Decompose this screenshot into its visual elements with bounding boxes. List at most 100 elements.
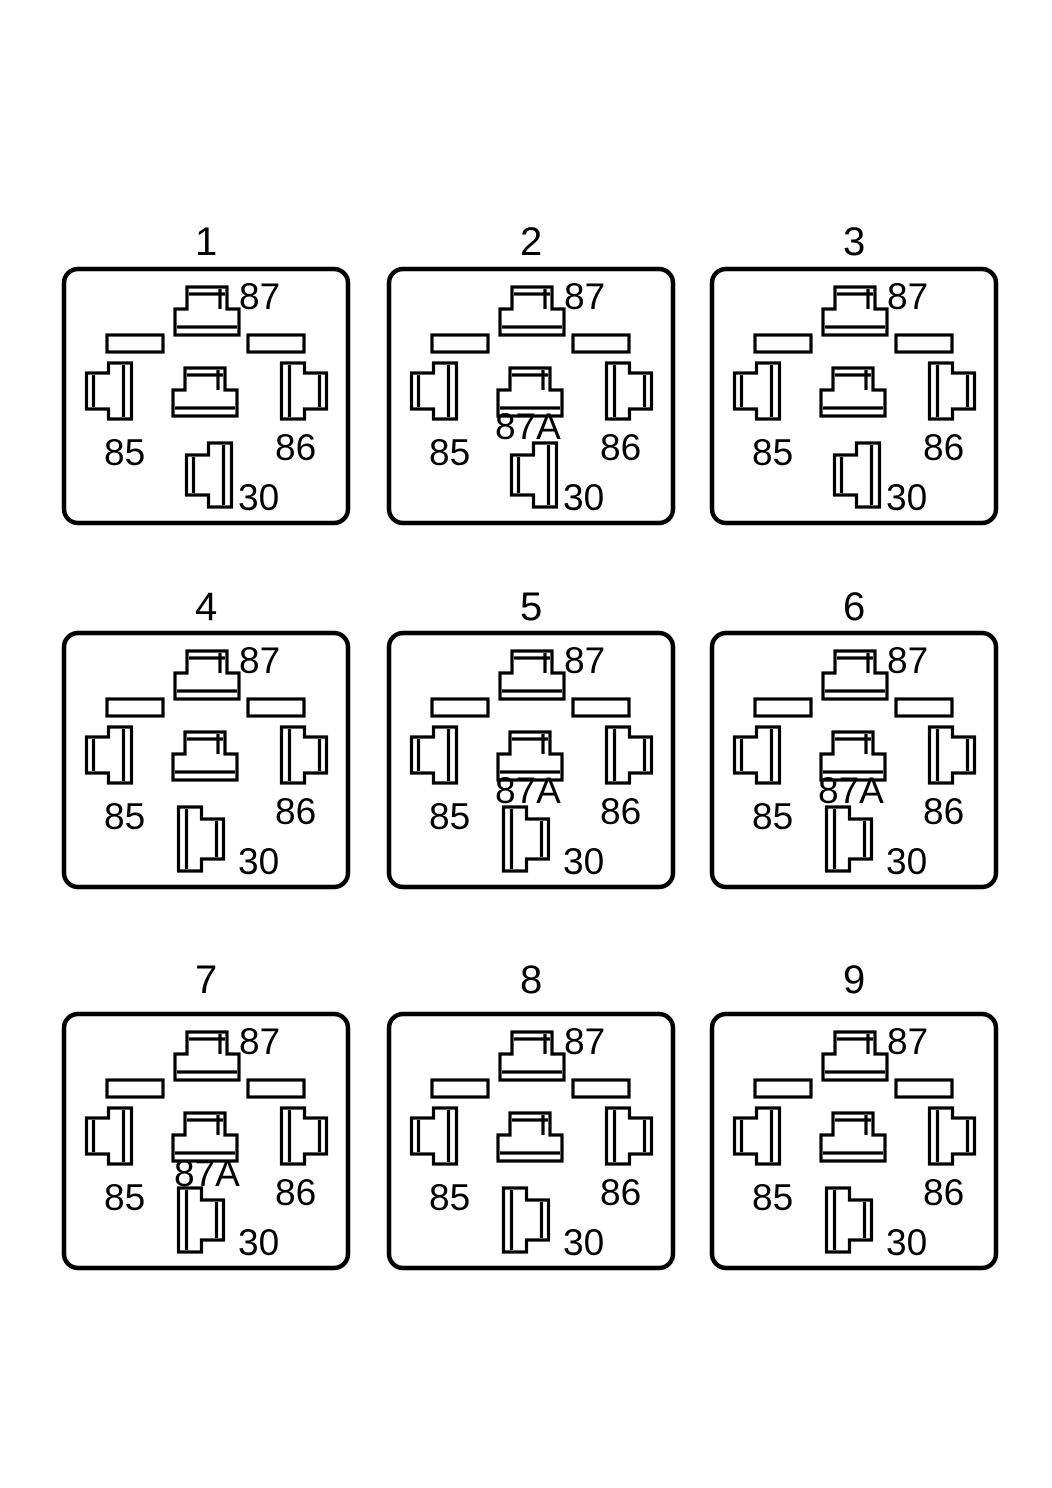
center-blade (496, 1111, 564, 1163)
pin-86-label: 86 (923, 1172, 964, 1213)
slot-right (571, 697, 631, 718)
pin-87-label: 87 (887, 1021, 928, 1062)
pin-86-label: 86 (600, 1172, 641, 1213)
pin-86-blade (279, 1106, 329, 1166)
pin-85-blade (732, 725, 782, 785)
pin-86-blade (927, 361, 977, 421)
pin-30-blade (832, 441, 882, 509)
pin-87a-blade (496, 366, 564, 418)
pin-85-label: 85 (104, 796, 145, 837)
pin-87-blade (498, 649, 566, 701)
pin-86-label: 86 (275, 791, 316, 832)
slot-left (753, 697, 813, 718)
pin-30-label: 30 (238, 1222, 279, 1263)
pin-85-blade (732, 361, 782, 421)
relay-outline (61, 630, 351, 890)
pin-86-blade (927, 725, 977, 785)
pin-30-label: 30 (563, 841, 604, 882)
pin-86-label: 86 (275, 427, 316, 468)
pin-87-blade (173, 1030, 241, 1082)
relay-outline (386, 1011, 676, 1271)
pin-85-blade (84, 361, 134, 421)
pin-85-blade (409, 361, 459, 421)
pin-30-label: 30 (238, 477, 279, 518)
slot-right (571, 333, 631, 354)
pin-85-label: 85 (429, 432, 470, 473)
pin-85-blade (409, 1106, 459, 1166)
pin-87a-label: 87A (495, 406, 561, 447)
slot-right (246, 697, 306, 718)
pin-85-blade (84, 725, 134, 785)
pin-30-blade (824, 1186, 874, 1254)
relay-outline (61, 1011, 351, 1271)
relay-outline (61, 266, 351, 526)
relay-outline (386, 266, 676, 526)
relay-number: 4 (195, 585, 217, 629)
pin-86-label: 86 (600, 791, 641, 832)
center-blade (171, 366, 239, 418)
relay-number: 3 (843, 220, 865, 264)
pin-30-blade (501, 1186, 551, 1254)
pin-87-blade (821, 649, 889, 701)
pin-30-blade (509, 441, 559, 509)
pin-30-blade (501, 805, 551, 873)
slot-left (430, 1078, 490, 1099)
relay-outline (709, 630, 999, 890)
relay-number: 8 (520, 958, 542, 1002)
pin-87-blade (498, 1030, 566, 1082)
pin-87a-blade (496, 730, 564, 782)
pin-30-blade (176, 1186, 226, 1254)
pin-85-label: 85 (429, 796, 470, 837)
pin-86-label: 86 (275, 1172, 316, 1213)
pin-86-blade (279, 725, 329, 785)
relay-outline (709, 1011, 999, 1271)
relay-number: 1 (195, 220, 217, 264)
pin-87-blade (173, 649, 241, 701)
pin-85-blade (409, 725, 459, 785)
pin-87a-label: 87A (818, 770, 884, 811)
relay-number: 2 (520, 220, 542, 264)
slot-right (894, 333, 954, 354)
pin-30-blade (824, 805, 874, 873)
pin-86-blade (927, 1106, 977, 1166)
pin-30-label: 30 (886, 1222, 927, 1263)
slot-right (894, 1078, 954, 1099)
slot-right (246, 1078, 306, 1099)
pin-87-label: 87 (887, 276, 928, 317)
pin-86-blade (604, 361, 654, 421)
pin-86-blade (279, 361, 329, 421)
pin-87-label: 87 (239, 276, 280, 317)
pin-30-label: 30 (886, 477, 927, 518)
pin-85-label: 85 (752, 796, 793, 837)
pin-86-label: 86 (923, 791, 964, 832)
slot-left (430, 697, 490, 718)
pin-85-label: 85 (752, 432, 793, 473)
slot-left (105, 333, 165, 354)
pin-30-blade (176, 805, 226, 873)
slot-right (571, 1078, 631, 1099)
slot-left (753, 333, 813, 354)
pin-87a-blade (819, 730, 887, 782)
slot-left (753, 1078, 813, 1099)
relay-number: 9 (843, 958, 865, 1002)
pin-87-label: 87 (564, 276, 605, 317)
pin-87-label: 87 (564, 640, 605, 681)
pin-85-blade (84, 1106, 134, 1166)
pin-87-label: 87 (564, 1021, 605, 1062)
relay-number: 7 (195, 958, 217, 1002)
relay-outline (386, 630, 676, 890)
pin-87a-label: 87A (495, 770, 561, 811)
slot-right (894, 697, 954, 718)
pin-86-label: 86 (923, 427, 964, 468)
pin-86-blade (604, 725, 654, 785)
slot-left (430, 333, 490, 354)
center-blade (171, 730, 239, 782)
pin-30-label: 30 (886, 841, 927, 882)
